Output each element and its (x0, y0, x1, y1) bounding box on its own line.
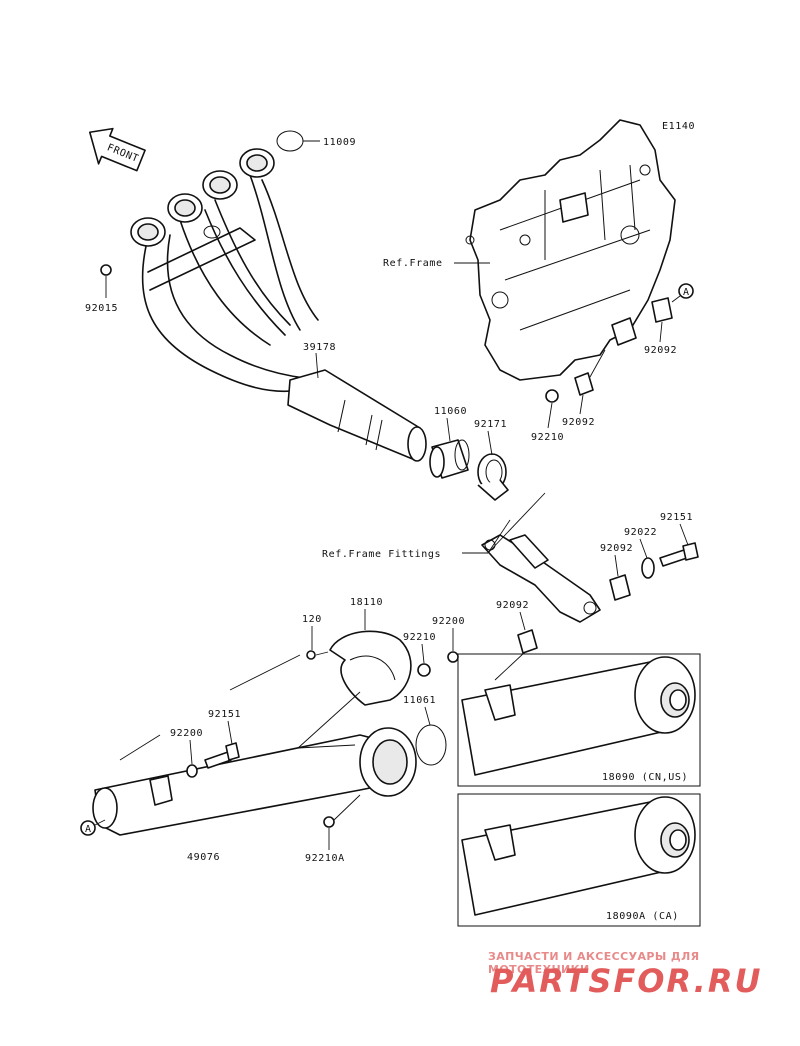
frame-reference (465, 119, 676, 381)
label-92151-b: 92151 (208, 709, 241, 720)
label-92200-a: 92200 (432, 616, 465, 627)
callout-a-bottom (80, 820, 96, 836)
collar-92092-c (609, 574, 631, 601)
exhaust-header-pipes (130, 148, 427, 462)
label-39178: 39178 (303, 342, 336, 353)
bolt-120 (306, 650, 316, 660)
label-92015: 92015 (85, 303, 118, 314)
label-18090A: 18090A (CA) (606, 911, 679, 922)
watermark-brand: PARTSFOR.RU (490, 962, 763, 1000)
silencer-18090A (461, 796, 696, 916)
label-120: 120 (302, 614, 322, 625)
label-92022: 92022 (624, 527, 657, 538)
gasket-11061 (415, 724, 447, 766)
label-11009: 11009 (323, 137, 356, 148)
nut-92210-a (545, 389, 559, 403)
callout-a-top (678, 283, 694, 299)
label-18090: 18090 (CN,US) (602, 772, 688, 783)
label-92171: 92171 (474, 419, 507, 430)
collar-92092-d (517, 629, 538, 654)
silencer-18090 (461, 656, 696, 776)
silencer-18090-box (457, 653, 701, 787)
label-92210-a: 92210 (531, 432, 564, 443)
nut-92210-b (417, 663, 431, 677)
label-92092-b: 92092 (562, 417, 595, 428)
label-18110: 18110 (350, 597, 383, 608)
washer-92022 (641, 557, 655, 579)
gasket-11009 (276, 130, 304, 152)
label-92151-a: 92151 (660, 512, 693, 523)
callout-a-bottom-label: A (85, 824, 92, 835)
label-92092-c: 92092 (600, 543, 633, 554)
label-92092-a: 92092 (644, 345, 677, 356)
nut-92210A (323, 816, 335, 828)
watermark-tagline: ЗАПЧАСТИ И АКСЕССУАРЫ ДЛЯ МОТОТЕХНИКИ (488, 950, 700, 976)
callout-a-top-label: A (683, 287, 690, 298)
washer-92200-b (186, 764, 198, 778)
label-ref-frame: Ref.Frame (383, 258, 443, 269)
collar-92092-b (574, 372, 594, 396)
diagram-code: E1140 (662, 121, 695, 132)
label-92210-b: 92210 (403, 632, 436, 643)
nut-92015 (100, 264, 112, 276)
label-49076: 49076 (187, 852, 220, 863)
label-92210A: 92210A (305, 853, 345, 864)
label-92092-d: 92092 (496, 600, 529, 611)
washer-92200-a (447, 651, 459, 663)
heat-shield-18110 (329, 630, 412, 706)
label-ref-frame-fittings: Ref.Frame Fittings (322, 549, 441, 560)
frame-fittings-bracket (481, 534, 601, 623)
label-92200-b: 92200 (170, 728, 203, 739)
front-arrow-icon: FRONT (88, 127, 146, 172)
collar-92092-a (651, 297, 673, 323)
label-11061: 11061 (403, 695, 436, 706)
silencer-18090A-box (457, 793, 701, 927)
link-pipe-49076 (92, 727, 417, 836)
label-11060: 11060 (434, 406, 467, 417)
